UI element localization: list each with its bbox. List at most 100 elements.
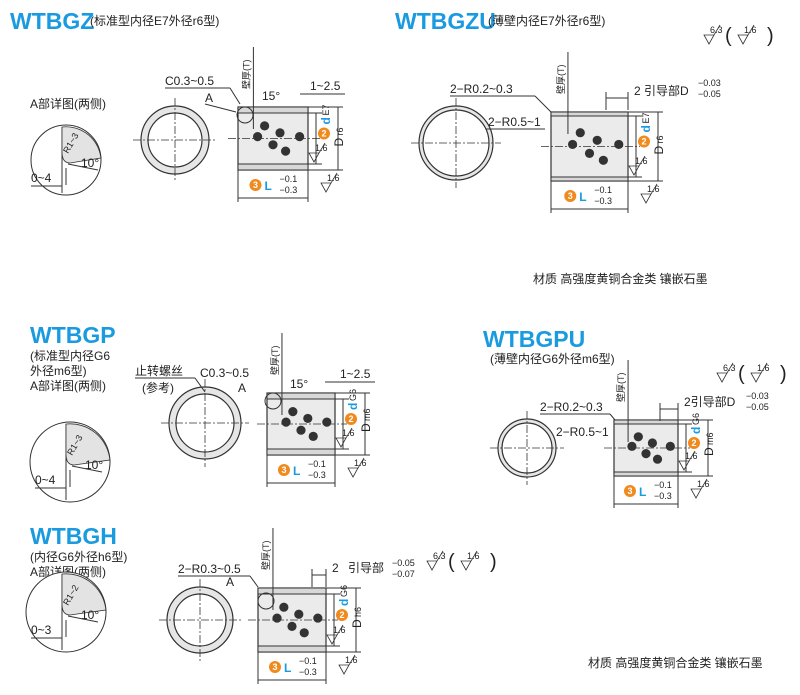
title-wtbgpu: WTBGPU <box>483 326 585 352</box>
bushing-wall-bottom <box>550 176 629 182</box>
inner-diameter-d: d <box>346 403 360 410</box>
graphite-plug <box>260 121 270 131</box>
wall-thickness-label: 壁厚(T) <box>555 65 566 95</box>
marker-2-number: 2 <box>339 610 344 620</box>
surface-roughness-icon <box>750 362 768 383</box>
r2-label: 2−R0.5~1 <box>488 115 541 129</box>
angle-label: 15° <box>262 89 280 103</box>
graphite-plug <box>641 449 651 459</box>
roughness-value: 1.6 <box>697 479 710 489</box>
subtitle-wtbgz: (标准型内径E7外径r6型) <box>90 14 219 28</box>
guide-label: 2引导部D <box>684 394 736 409</box>
material-text: 材质 高强度黄铜合金类 镶嵌石墨 <box>533 271 708 286</box>
inner-diameter-tolerance: G6 <box>339 585 349 597</box>
step-label: 1~2.5 <box>310 79 341 93</box>
roughness-value: 1.6 <box>333 625 346 635</box>
r1-label: 2−R0.2~0.3 <box>450 82 513 96</box>
marker-2-number: 2 <box>641 137 646 147</box>
inner-diameter-tolerance: G6 <box>691 413 701 425</box>
screw-note: (参考) <box>142 380 174 395</box>
marker-3-number: 3 <box>627 486 632 496</box>
surface-roughness-icon <box>737 24 755 45</box>
inner-diameter-d: d <box>319 117 333 124</box>
roughness-value: 1.6 <box>315 143 328 153</box>
length-tol-upper: −0.1 <box>280 174 298 184</box>
marker-3-number: 3 <box>281 465 286 475</box>
subtitle-wtbgpu: (薄壁内径G6外径m6型) <box>490 351 615 366</box>
screw-label: 止转螺丝 <box>135 363 183 378</box>
detail-offset: 0~4 <box>35 473 56 487</box>
dimension-line <box>249 575 259 588</box>
graphite-plug <box>288 407 298 417</box>
graphite-plug <box>281 417 291 427</box>
step-label: 1~2.5 <box>340 367 371 381</box>
dimension-line <box>204 103 237 113</box>
roughness-value: 1.6 <box>342 428 355 438</box>
detail-a-marker <box>264 392 282 410</box>
surface-paren-open: ( <box>448 551 455 573</box>
guide-tol-upper: −0.03 <box>698 78 721 88</box>
bushing-wall-bottom <box>266 448 336 456</box>
guide-label: 2 引导部D <box>634 83 689 98</box>
detail-a-marker <box>236 106 254 124</box>
material-text: 材质 高强度黄铜合金类 镶嵌石墨 <box>588 655 763 670</box>
graphite-plug <box>322 417 332 427</box>
title-wtbgh: WTBGH <box>30 523 117 549</box>
length-tol-upper: −0.1 <box>594 185 612 195</box>
dimension-line <box>71 465 103 473</box>
detail-wall <box>65 423 111 466</box>
surface-roughness-icon <box>326 624 344 645</box>
graphite-plug <box>294 609 304 619</box>
marker-3-badge <box>624 485 636 497</box>
marker-2-number: 2 <box>691 438 696 448</box>
detail-angle: 10° <box>81 608 99 622</box>
guide-tol-upper: −0.03 <box>746 391 769 401</box>
surface-roughness-icon <box>640 183 658 204</box>
graphite-plug <box>296 425 306 435</box>
graphite-plug <box>584 148 595 158</box>
graphite-plug <box>614 139 624 150</box>
marker-2-badge <box>336 609 348 621</box>
surface-roughness-icon <box>335 427 353 448</box>
chamfer-label: C0.3~0.5 <box>165 74 214 88</box>
dimension-line <box>609 413 616 421</box>
length-L: L <box>293 464 300 478</box>
guide-label: 2 <box>332 561 339 575</box>
guide-tol-lower: −0.05 <box>698 89 721 99</box>
surface-roughness-icon <box>338 654 356 675</box>
detail-a-marker <box>257 592 275 610</box>
length-tol-lower: −0.3 <box>280 185 298 195</box>
title-wtbgp: WTBGP <box>30 322 116 348</box>
guide-tol-lower: −0.05 <box>746 402 769 412</box>
surface-roughness-icon <box>347 457 365 478</box>
detail-offset: 0~3 <box>31 623 52 637</box>
detail-angle: 10° <box>81 156 99 170</box>
roughness-value: 1.6 <box>467 551 480 561</box>
surface-roughness-icon <box>716 362 734 383</box>
inner-diameter-d: d <box>337 599 351 606</box>
surface-roughness-icon <box>678 450 696 471</box>
graphite-plug <box>279 602 289 612</box>
outer-diameter-D: D <box>332 138 346 147</box>
outer-diameter-tolerance: r6 <box>335 127 345 135</box>
bushing-wall-top <box>237 106 309 114</box>
r1-label: 2−R0.3~0.5 <box>178 562 241 576</box>
length-tol-upper: −0.1 <box>308 459 326 469</box>
bushing-wall-bottom <box>237 163 309 171</box>
inner-diameter-tolerance: E7 <box>321 104 331 115</box>
marker-3-number: 3 <box>568 191 573 201</box>
marker-3-badge <box>269 661 281 673</box>
marker-2-badge <box>688 437 700 449</box>
roughness-value: 6.3 <box>723 363 736 373</box>
roughness-value: 1.6 <box>685 451 698 461</box>
roughness-value: 1.6 <box>327 173 340 183</box>
outer-diameter-tolerance: m6 <box>362 408 372 421</box>
marker-3-number: 3 <box>272 662 277 672</box>
detail-offset: 0~4 <box>31 171 52 185</box>
subtitle-wtbgp-0: (标准型内径G6 <box>30 349 110 363</box>
roughness-value: 1.6 <box>354 458 367 468</box>
bushing-wall-top <box>257 587 327 595</box>
subtitle-wtbgp-1: 外径m6型) <box>30 364 87 378</box>
